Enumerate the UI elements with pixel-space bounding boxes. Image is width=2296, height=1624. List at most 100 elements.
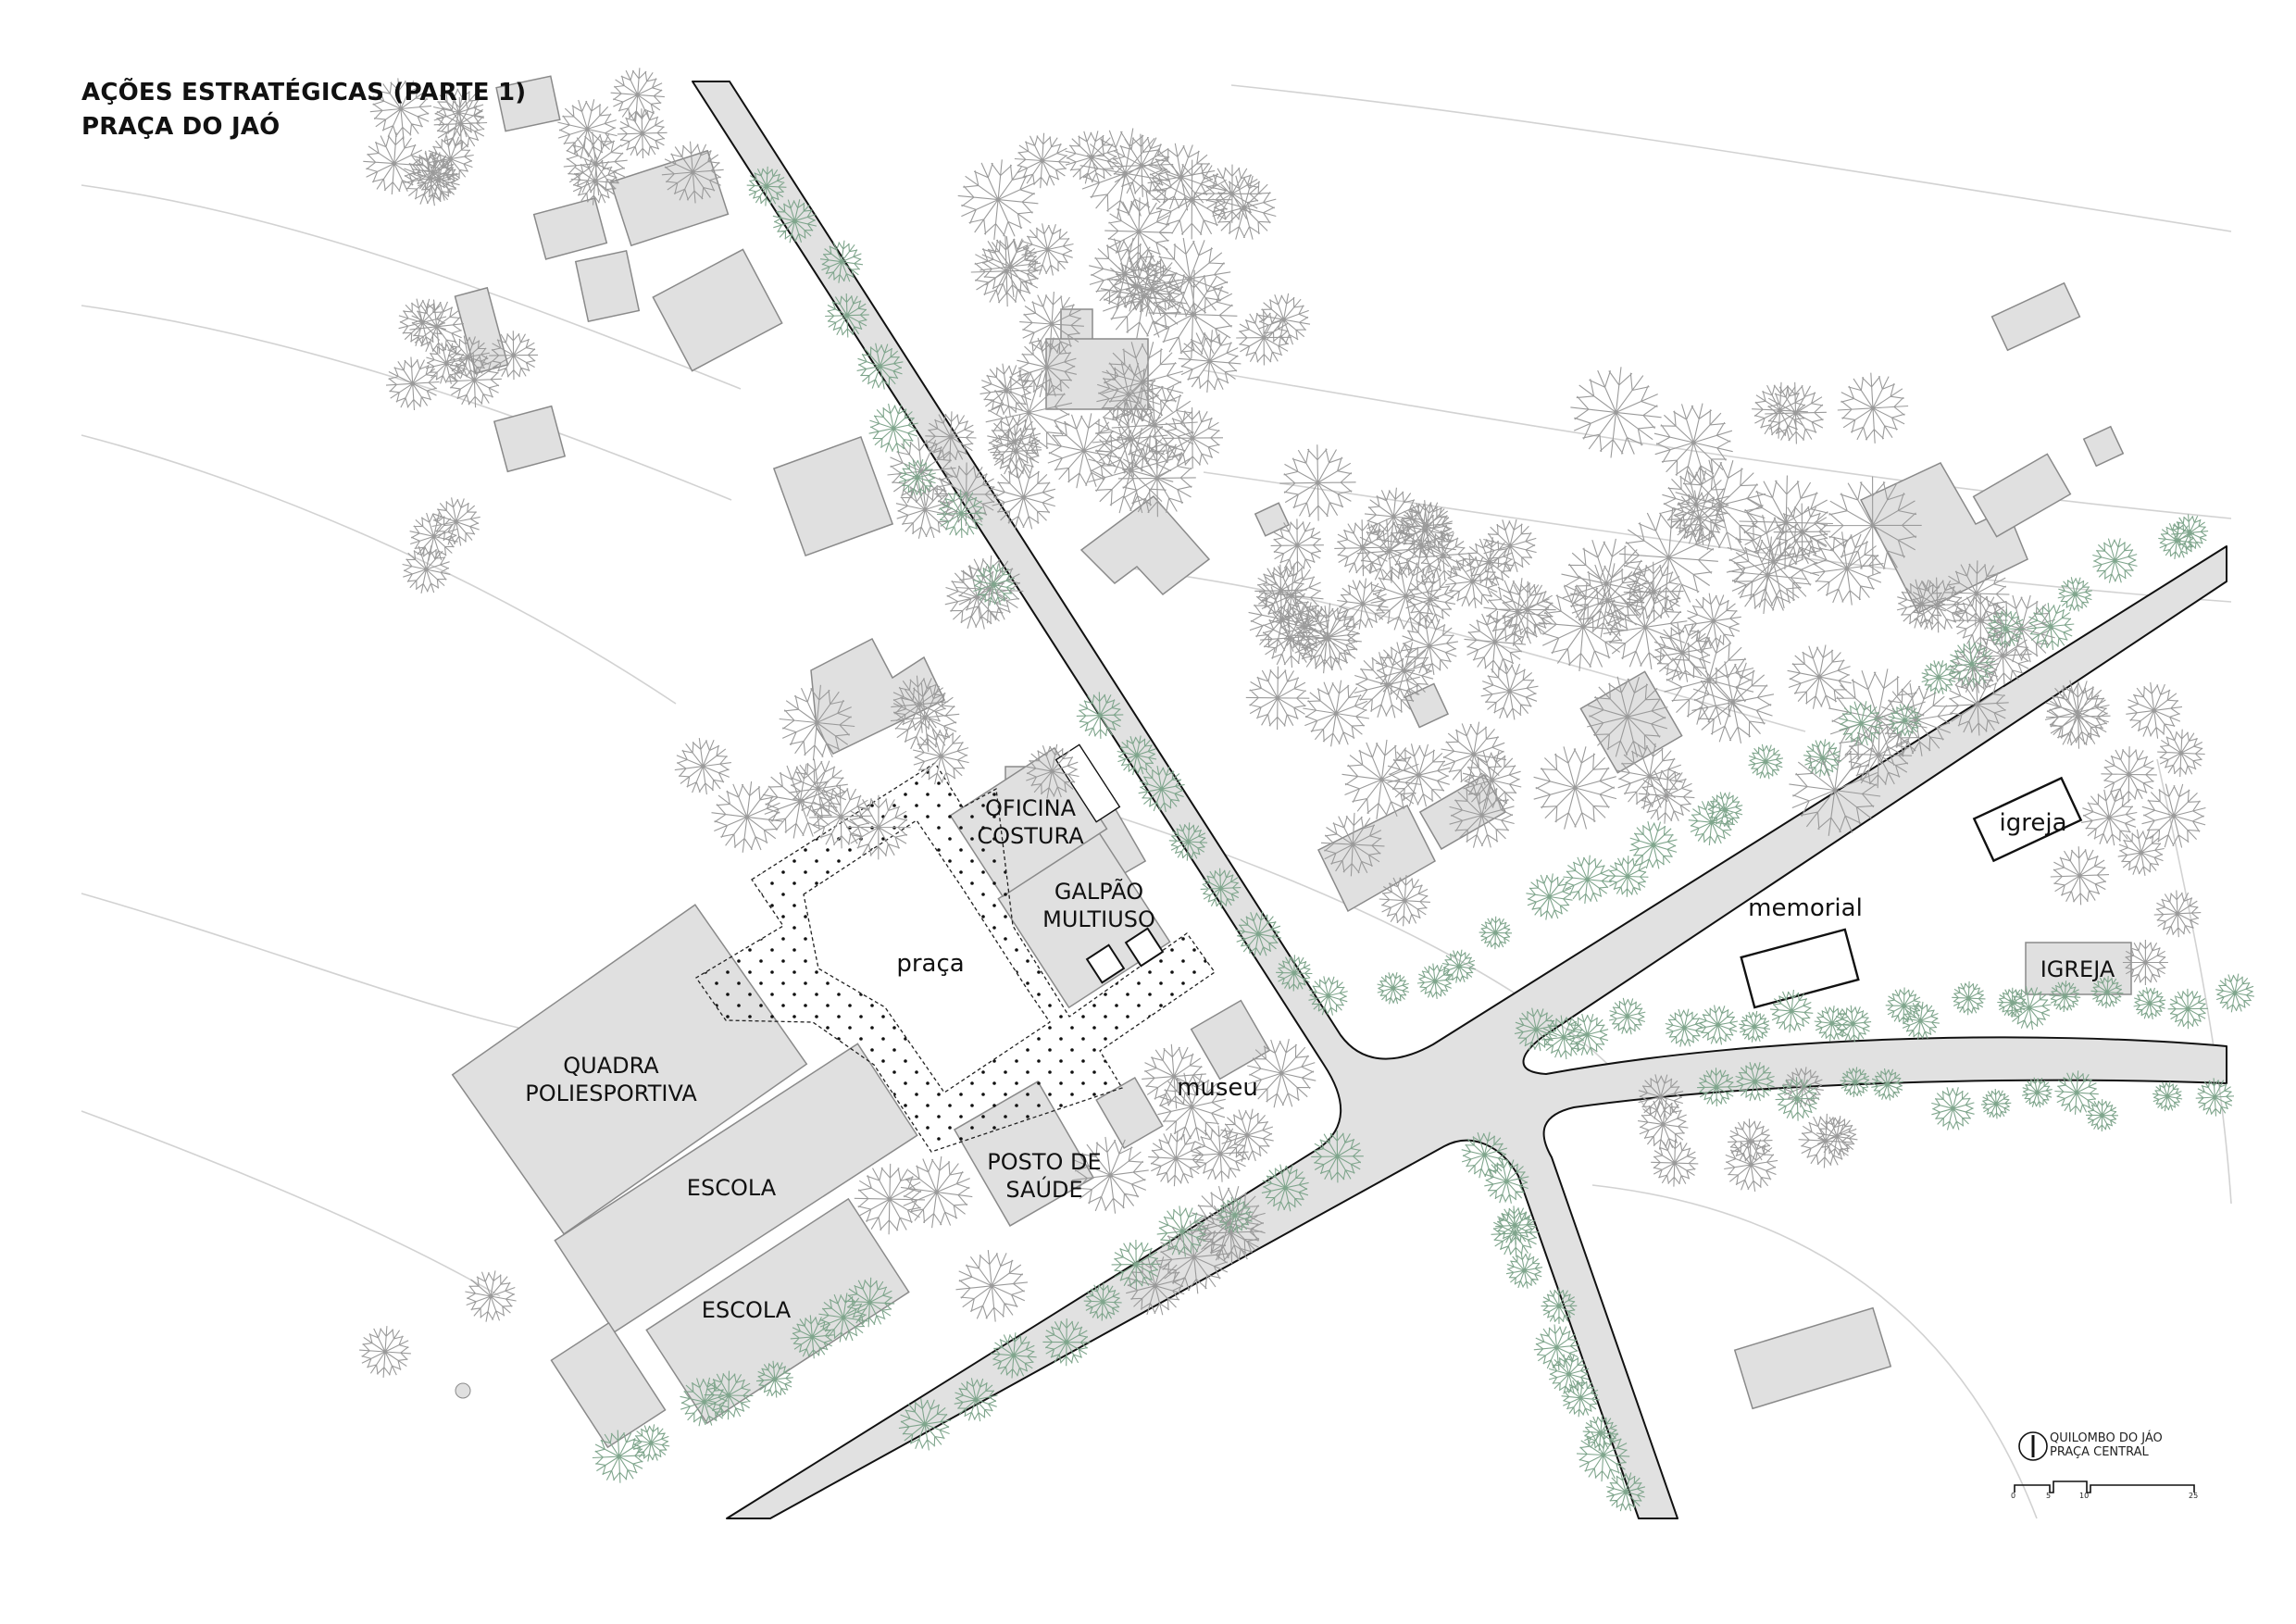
tree-symbol [1258, 563, 1324, 629]
north-arrow-icon [2018, 1431, 2048, 1461]
tree-symbol [1888, 703, 1922, 738]
tree-symbol [1083, 1282, 1122, 1321]
tree-symbol [1479, 916, 1513, 950]
tree-symbol [1885, 987, 1923, 1025]
tree-symbol [772, 199, 817, 244]
tree-symbol [1541, 1287, 1578, 1324]
tree-symbol [1706, 792, 1743, 828]
tree-symbol [854, 1163, 926, 1235]
tree-symbol [1871, 1068, 1903, 1101]
tree-symbol [1748, 743, 1784, 780]
tree-symbol [936, 489, 986, 539]
tree-symbol [1168, 822, 1208, 861]
tree-symbol [944, 565, 1010, 630]
tree-symbol [1724, 1137, 1778, 1192]
trees-green [592, 166, 2254, 1512]
tree-symbol [1021, 223, 1074, 276]
tree-symbol [1102, 342, 1184, 423]
tree-symbol [1296, 606, 1360, 669]
tree-symbol [1491, 1209, 1540, 1257]
tree-symbol [1952, 981, 1986, 1016]
tree-symbol [1025, 743, 1079, 799]
tree-symbol [1148, 1131, 1204, 1187]
tree-symbol [2141, 783, 2206, 848]
tree-symbol [1178, 330, 1242, 393]
tree-symbol [1980, 1088, 2012, 1119]
tree-symbol [1834, 1005, 1872, 1043]
tree-symbol [409, 512, 458, 561]
tree-symbol [2090, 976, 2124, 1009]
tree-symbol [844, 1277, 895, 1328]
building [1972, 453, 2072, 538]
building [532, 197, 608, 260]
tree-symbol [957, 159, 1039, 240]
tree-symbol [2126, 681, 2183, 739]
praca-outline [695, 743, 1216, 1153]
tree-symbol [1375, 642, 1434, 700]
building [1254, 502, 1291, 537]
tree-symbol [1079, 128, 1171, 219]
tree-symbol [790, 1315, 834, 1359]
tree-symbol [2122, 940, 2168, 985]
tree-symbol [1111, 1239, 1161, 1290]
tree-symbol [1561, 1379, 1600, 1418]
tree-symbol [2195, 1078, 2235, 1117]
scale-tick-25: 25 [2189, 1492, 2199, 1500]
building-escola-1 [554, 1043, 918, 1333]
buildings [451, 75, 2132, 1449]
map-title: AÇÕES ESTRATÉGICAS (PARTE 1) PRAÇA DO JA… [81, 76, 526, 144]
tree-symbol [1837, 372, 1909, 443]
tree-symbol [1548, 1354, 1590, 1394]
tree-symbol [1441, 721, 1507, 788]
tree-symbol [1320, 812, 1385, 877]
tree-symbol [711, 781, 783, 853]
tree-symbol [895, 481, 955, 539]
tree-symbol [2171, 514, 2209, 552]
building [1418, 774, 1507, 850]
tree-symbol [1505, 1252, 1543, 1289]
tree-symbol [2007, 986, 2052, 1031]
tree-symbol [1576, 1428, 1630, 1482]
building-escola-2 [645, 1197, 910, 1425]
tree-symbol [1533, 1324, 1580, 1371]
tree-symbol [592, 1430, 646, 1483]
tree-symbol [704, 1370, 754, 1420]
tree-symbol [1685, 593, 1741, 649]
tree-symbol [1385, 509, 1456, 581]
tree-symbol [1065, 131, 1118, 184]
tree-symbol [1823, 476, 1922, 575]
tree-symbol [1464, 537, 1515, 588]
tree-symbol [489, 331, 539, 381]
building [1733, 1306, 1892, 1410]
tree-symbol [409, 299, 464, 355]
legend-line-2: PRAÇA CENTRAL [2050, 1445, 2149, 1459]
tree-symbol [1726, 514, 1821, 609]
building [609, 149, 730, 247]
tree-symbol [1691, 661, 1775, 744]
tree-symbol [2054, 1070, 2099, 1115]
tree-symbol [868, 403, 918, 454]
tree-symbol [1769, 989, 1814, 1033]
tree-symbol [779, 684, 855, 761]
tree-symbol [990, 425, 1042, 478]
tree-symbol [1839, 701, 1884, 746]
tree-symbol [1653, 622, 1713, 682]
tree-symbol [1661, 469, 1731, 539]
tree-symbol [1623, 561, 1684, 622]
tree-symbol [433, 96, 488, 151]
tree-symbol [1665, 1008, 1703, 1047]
tree-symbol [1735, 1062, 1775, 1102]
tree-symbol [1279, 444, 1356, 521]
tree-symbol [1337, 578, 1389, 630]
tree-symbol [1629, 820, 1678, 869]
tree-symbol [2167, 988, 2208, 1030]
tree-symbol [1156, 1206, 1208, 1257]
tree-symbol [954, 1378, 998, 1422]
tree-symbol [1582, 1415, 1619, 1451]
tree-symbol [1341, 739, 1422, 819]
tree-symbol [1816, 1116, 1858, 1157]
tree-symbol [1946, 672, 2009, 736]
tree-symbol [1651, 1139, 1699, 1187]
tree-symbol [1100, 253, 1188, 340]
tree-symbol [610, 68, 665, 122]
